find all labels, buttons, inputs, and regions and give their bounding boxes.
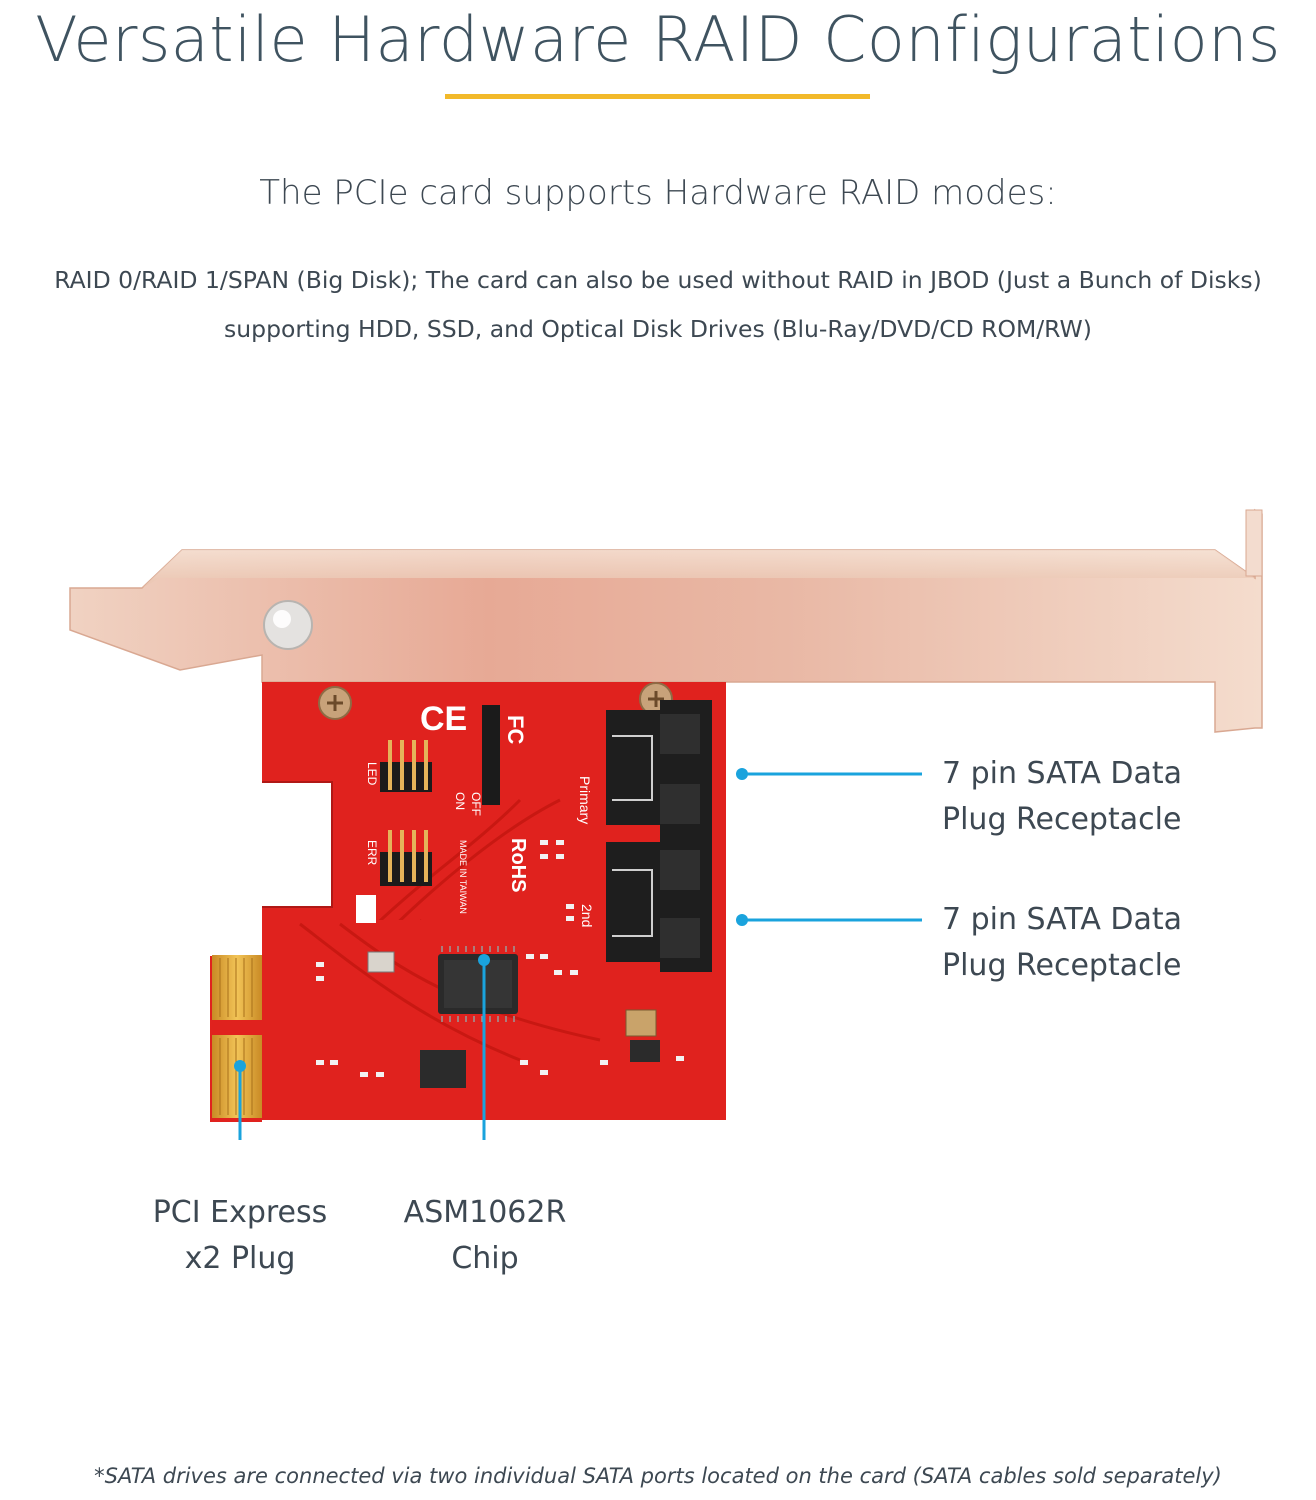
mounting-bracket <box>69 508 1263 733</box>
ce-mark: CE <box>420 700 467 738</box>
secondary-chip <box>420 1050 466 1088</box>
callout-sata-port-2-line2: Plug Receptacle <box>942 948 1182 983</box>
jumper-headers <box>380 705 500 886</box>
callout-sata-port-1-line1: 7 pin SATA Data <box>942 756 1183 791</box>
marking-primary: Primary <box>577 776 593 824</box>
marking-led: LED <box>365 762 379 786</box>
marking-err: ERR <box>365 840 379 866</box>
sata-port-1 <box>606 700 712 840</box>
sata-port-2 <box>606 834 712 972</box>
callout-sata-port-1-line2: Plug Receptacle <box>942 802 1182 837</box>
callout-sata-port-2: 7 pin SATA Data Plug Receptacle <box>942 897 1182 989</box>
description-line-1: RAID 0/RAID 1/SPAN (Big Disk); The card … <box>54 266 1262 294</box>
marking-2nd: 2nd <box>579 904 595 927</box>
marking-on: ON <box>453 792 467 810</box>
callout-sata-port-2-line1: 7 pin SATA Data <box>942 902 1183 937</box>
title-accent-bar <box>445 94 870 99</box>
callout-sata-port-1: 7 pin SATA Data Plug Receptacle <box>942 751 1182 843</box>
callout-pcie-plug: PCI Express x2 Plug <box>130 1190 350 1282</box>
description-line-2: supporting HDD, SSD, and Optical Disk Dr… <box>224 315 1092 343</box>
page-title: Versatile Hardware RAID Configurations <box>35 3 1281 76</box>
raid-description: RAID 0/RAID 1/SPAN (Big Disk); The card … <box>0 256 1316 354</box>
fcc-mark: FC <box>503 715 528 744</box>
callout-lines <box>234 768 922 1140</box>
pcie-card-illustration: RoHS Primary 2nd ON OFF LED ERR MADE IN … <box>69 508 1263 1140</box>
marking-off: OFF <box>469 792 483 816</box>
callout-pcie-plug-line1: PCI Express <box>152 1195 328 1230</box>
marking-made-in: MADE IN TAIWAN <box>458 840 468 914</box>
callout-chip-line1: ASM1062R <box>403 1195 567 1230</box>
board-markings: RoHS Primary 2nd ON OFF LED ERR MADE IN … <box>356 762 595 927</box>
callout-pcie-plug-line2: x2 Plug <box>184 1241 296 1276</box>
page-subtitle: The PCIe card supports Hardware RAID mod… <box>259 173 1057 213</box>
footnote: *SATA drives are connected via two indiv… <box>94 1464 1222 1488</box>
marking-rohs: RoHS <box>507 838 529 892</box>
callout-chip-line2: Chip <box>451 1241 519 1276</box>
smd-components <box>316 840 684 1077</box>
asm1062r-chip <box>438 946 518 1022</box>
callout-chip: ASM1062R Chip <box>380 1190 590 1282</box>
